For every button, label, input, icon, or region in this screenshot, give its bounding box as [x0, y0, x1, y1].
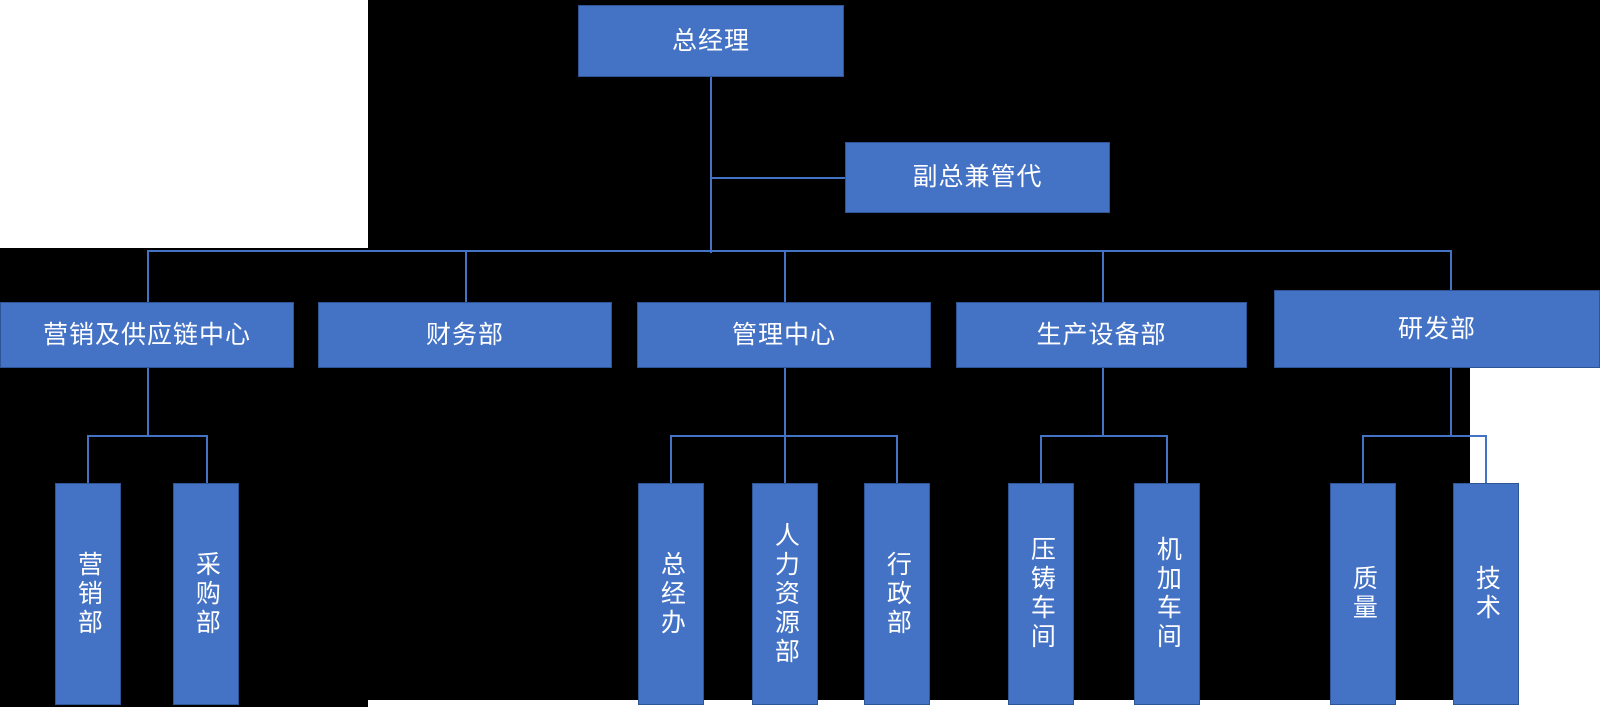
connector-rd-stem — [1450, 368, 1452, 436]
connector-drop-management — [784, 250, 786, 302]
connector-mgmt-to-gmoffice — [670, 435, 672, 483]
node-label: 人力资源部 — [771, 521, 800, 667]
connector-gm-trunk — [710, 77, 712, 253]
node-machining-shop[interactable]: 机加车间 — [1134, 483, 1200, 705]
connector-drop-finance — [465, 250, 467, 302]
node-label: 营销部 — [74, 550, 103, 638]
node-label: 质量 — [1349, 565, 1378, 623]
node-label: 总经办 — [657, 550, 686, 638]
connector-mgmt-to-hr — [784, 435, 786, 483]
node-production-equipment-dept[interactable]: 生产设备部 — [956, 302, 1247, 368]
node-label: 总经理 — [671, 26, 750, 55]
connector-mgmt-stem — [784, 368, 786, 436]
connector-mgmt-to-admin — [896, 435, 898, 483]
connector-rd-to-quality — [1362, 435, 1364, 483]
node-finance-dept[interactable]: 财务部 — [318, 302, 612, 368]
node-label: 压铸车间 — [1027, 536, 1056, 652]
node-rd-dept[interactable]: 研发部 — [1274, 290, 1600, 368]
node-label: 财务部 — [425, 320, 504, 349]
node-gm-office[interactable]: 总经办 — [638, 483, 704, 705]
node-label: 生产设备部 — [1036, 320, 1167, 349]
node-label: 研发部 — [1397, 314, 1476, 343]
connector-level3-bus — [147, 250, 1451, 252]
connector-mkt-bus — [87, 435, 208, 437]
node-hr-dept[interactable]: 人力资源部 — [752, 483, 818, 705]
node-label: 副总兼管代 — [912, 163, 1043, 192]
node-label: 采购部 — [192, 550, 221, 638]
connector-prod-to-machining — [1166, 435, 1168, 483]
node-label: 行政部 — [883, 550, 912, 638]
node-general-manager[interactable]: 总经理 — [578, 5, 844, 77]
connector-gm-to-deputy — [710, 177, 846, 179]
node-quality[interactable]: 质量 — [1330, 483, 1396, 705]
connector-drop-rd — [1450, 250, 1452, 302]
node-label: 管理中心 — [731, 320, 836, 349]
node-label: 机加车间 — [1153, 536, 1182, 652]
connector-rd-to-technology — [1485, 435, 1487, 483]
node-admin-dept[interactable]: 行政部 — [864, 483, 930, 705]
connector-prod-to-diecast — [1040, 435, 1042, 483]
node-purchasing-dept[interactable]: 采购部 — [173, 483, 239, 705]
node-die-casting-shop[interactable]: 压铸车间 — [1008, 483, 1074, 705]
node-deputy-gm[interactable]: 副总兼管代 — [845, 142, 1110, 213]
connector-prod-stem — [1102, 368, 1104, 436]
connector-mkt-stem — [147, 368, 149, 436]
node-management-center[interactable]: 管理中心 — [637, 302, 931, 368]
node-label: 技术 — [1472, 565, 1501, 623]
backdrop-upper-right-notch — [1470, 248, 1600, 290]
connector-mkt-to-marketing — [87, 435, 89, 483]
node-technology[interactable]: 技术 — [1453, 483, 1519, 705]
connector-drop-mkt-supply — [147, 250, 149, 302]
connector-mkt-to-purchasing — [206, 435, 208, 483]
node-marketing-dept[interactable]: 营销部 — [55, 483, 121, 705]
connector-prod-bus — [1040, 435, 1168, 437]
node-label: 营销及供应链中心 — [42, 320, 251, 349]
node-marketing-supply-chain-center[interactable]: 营销及供应链中心 — [0, 302, 294, 368]
connector-drop-production — [1102, 250, 1104, 302]
connector-rd-bus — [1362, 435, 1486, 437]
